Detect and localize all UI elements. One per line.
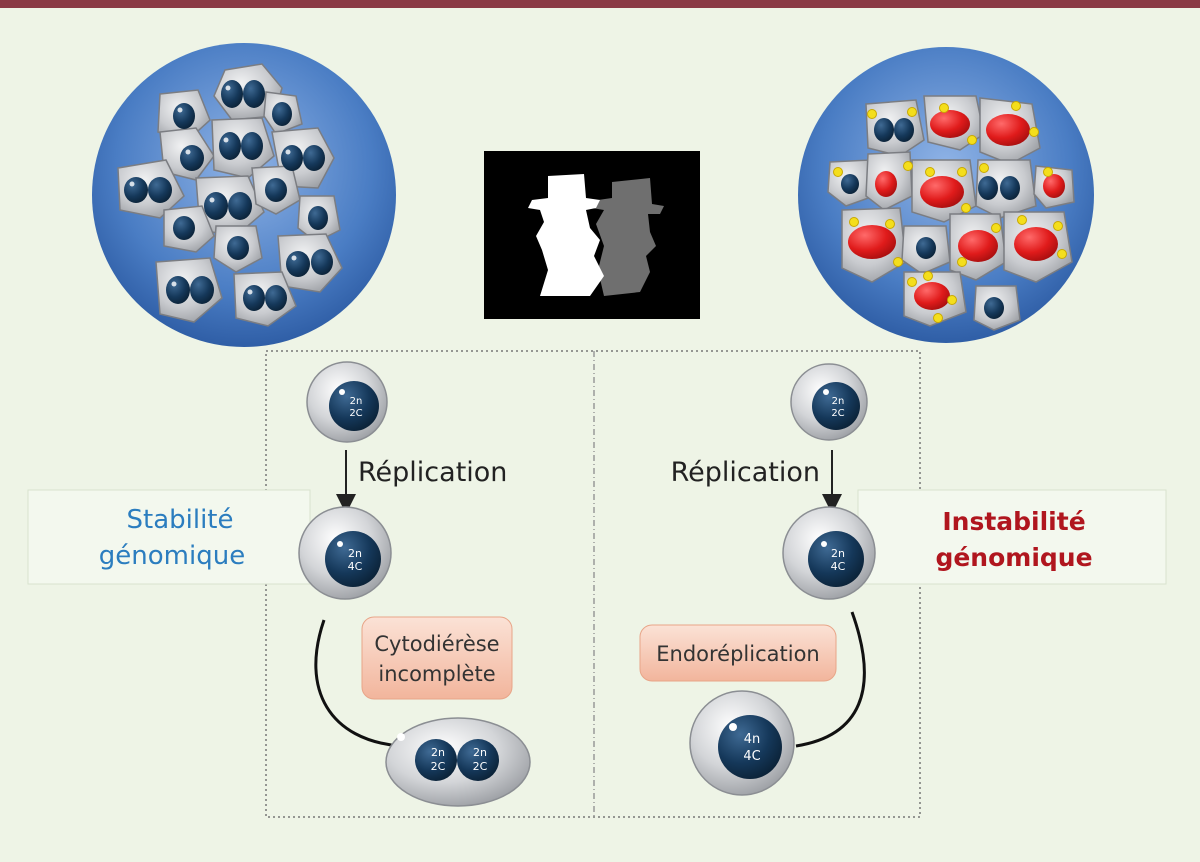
cytodieresis-line2: incomplète [378,662,495,686]
endoreplication-box: Endoréplication [639,624,837,682]
left-cell1-ploidy: 2n [350,396,363,407]
unstable-tumor-tissue-icon [798,47,1094,343]
left-cell1-dna: 2C [349,408,362,419]
right-cell2-ploidy: 2n [831,547,845,560]
left-replication-label: Réplication [358,457,507,488]
instability-label-line2: génomique [935,543,1092,572]
left-final-nucleus-a-dna: 2C [431,760,446,773]
left-final-nucleus-a-ploidy: 2n [431,746,445,759]
right-cell2-dna: 4C [831,560,846,573]
left-cell2-dna: 4C [348,560,363,573]
left-cell-2n-4c: 2n 4C [298,506,392,600]
stability-label-line1: Stabilité [127,505,234,535]
right-cell1-dna: 2C [831,408,844,419]
normal-polyploid-tissue-icon [92,43,396,347]
left-pathway-curve [314,619,401,748]
stability-label-line2: génomique [99,541,245,571]
left-final-nucleus-b-dna: 2C [473,760,488,773]
endoreplication-label: Endoréplication [656,642,820,666]
right-cell1-ploidy: 2n [832,396,845,407]
left-final-nucleus-b-ploidy: 2n [473,746,487,759]
right-polyploid-cell: 4n 4C [689,690,795,796]
cytodieresis-line1: Cytodiérèse [374,632,499,656]
right-final-dna: 4C [743,749,760,764]
jekyll-hyde-silhouette-icon [484,151,700,319]
left-binucleate-cell: 2n 2C 2n 2C [385,717,531,807]
right-final-ploidy: 4n [744,732,761,747]
left-cell-2n-2c: 2n 2C [306,361,388,443]
right-replication-label: Réplication [671,457,820,488]
right-cell-2n-4c: 2n 4C [782,506,876,600]
instability-label: Instabilité génomique [857,489,1167,585]
right-cell-2n-2c: 2n 2C [790,363,868,441]
stability-label: Stabilité génomique [27,489,311,585]
cytodieresis-box: Cytodiérèse incomplète [361,616,513,700]
instability-label-line1: Instabilité [942,507,1085,536]
left-cell2-ploidy: 2n [348,547,362,560]
top-rule [0,0,1200,8]
right-pathway-curve [795,611,866,748]
